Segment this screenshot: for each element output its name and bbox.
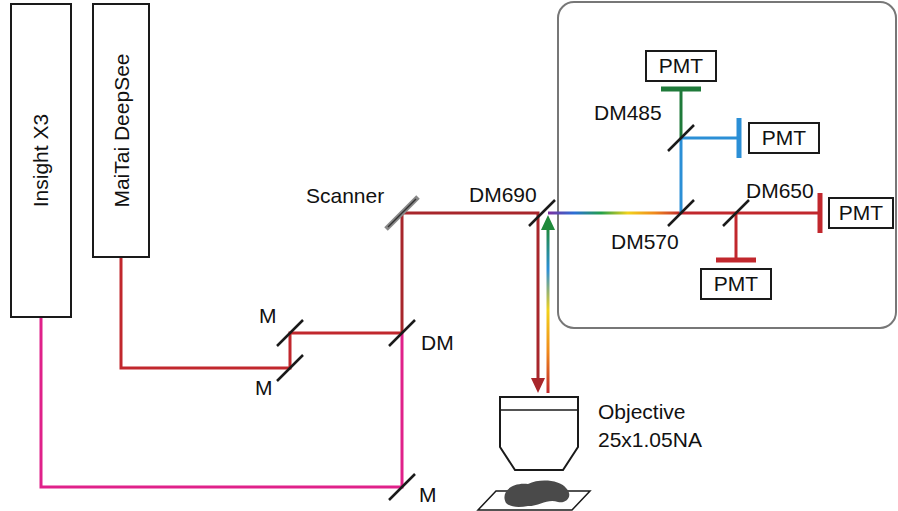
red-filter [818,193,823,233]
blue-filter [737,118,742,158]
pmt-box: PMT [700,268,772,300]
laser-box: Insight X3 [10,3,72,318]
pmt-box: PMT [645,50,717,82]
laser-name: MaiTai DeepSee [109,53,132,207]
scanner-mirror [386,197,418,229]
objective-band [500,409,578,411]
detector-enclosure [558,2,896,328]
green-filter [661,87,701,92]
dichroic-mirror [668,125,694,151]
mirror-label: M [255,376,273,400]
dichroic-label: DM [421,331,454,355]
green-path [680,90,683,138]
detector-name: PMT [762,126,806,149]
mirror [277,320,303,346]
mirror-label: M [419,483,437,507]
maitai-beam [121,258,402,368]
far-red-filter [716,258,756,263]
dichroic-label: DM485 [594,101,662,125]
mirrors [277,125,749,500]
objective-label: Objective 25x1.05NA [598,398,702,454]
dichroic-mirror [668,200,694,226]
insight-beam [41,318,402,487]
laser-box: MaiTai DeepSee [92,3,150,258]
excitation-arrowhead [531,378,545,393]
objective-lens [500,397,578,470]
detector-name: PMT [839,201,883,224]
scanner-mirror-edge [388,199,416,227]
pmt-box: PMT [828,197,894,229]
far-red-path [735,213,738,260]
detector-name: PMT [714,272,758,295]
dichroic-label: DM650 [746,179,814,203]
emission-arrowhead [541,215,555,230]
detector-name: PMT [659,54,703,77]
dichroic-mirror [389,320,415,346]
blue-path [681,137,738,140]
pmt-box: PMT [748,122,820,154]
mirror [389,474,415,500]
blue-green-path [680,138,683,213]
laser-name: Insight X3 [29,114,52,207]
emission-beam-horizontal [548,212,681,215]
tissue-sample [504,481,569,507]
excitation-beam [402,213,538,380]
dichroic-label: DM690 [469,183,537,207]
scanner-label: Scanner [306,184,384,208]
mirror-label: M [259,304,277,328]
red-path [681,212,820,215]
dichroic-label: DM570 [611,230,679,254]
dichroic-mirror [723,200,749,226]
emission-beam [547,228,550,393]
mirror [277,355,303,381]
